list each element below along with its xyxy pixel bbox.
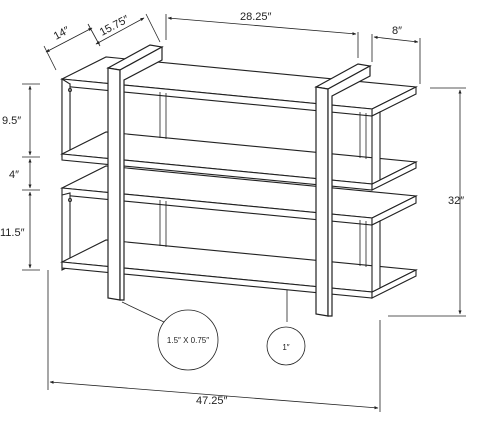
label-height-total: 32″ [448, 195, 464, 207]
label-leg-profile: 1.5″ X 0.75″ [167, 336, 209, 345]
dim-shelf-upper [22, 83, 40, 158]
label-depth-right: 8″ [392, 25, 402, 37]
label-shelf-upper: 9.5″ [2, 115, 21, 127]
label-foot-diameter: 1″ [282, 343, 289, 352]
left-post [106, 44, 164, 301]
dim-shelf-lower [22, 191, 40, 271]
dim-width-middle [165, 14, 359, 58]
dim-width-total [47, 270, 381, 412]
label-shelf-lower: 11.5″ [0, 227, 25, 239]
label-depth-side: 15.75″ [98, 13, 131, 38]
label-gap: 4″ [9, 169, 19, 181]
right-post [314, 63, 372, 317]
dim-height-total [388, 87, 466, 317]
label-width-total: 47.25″ [196, 395, 228, 407]
dim-depth-side [95, 13, 161, 45]
dim-gap [22, 158, 40, 191]
dim-depth-right [371, 34, 421, 84]
callout-foot [266, 290, 306, 366]
label-width-middle: 28.25″ [240, 11, 272, 23]
callout-leg-profile [121, 301, 219, 371]
